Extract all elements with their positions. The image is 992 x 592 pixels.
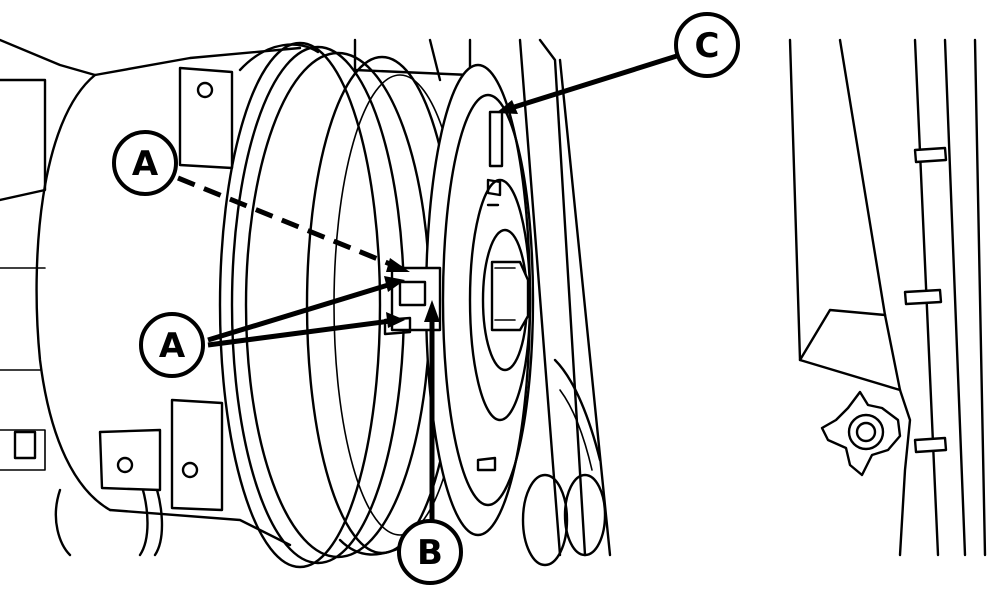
leader-lines	[177, 52, 681, 520]
callout-c: C	[674, 12, 740, 78]
callout-circle-b	[397, 519, 463, 585]
callout-a-lower: A	[139, 312, 205, 378]
callout-label-c: C	[695, 26, 720, 66]
callout-label-a-lower: A	[159, 326, 186, 366]
leader-dashed-a	[177, 175, 406, 273]
side-detail	[788, 38, 987, 557]
lower-belts	[521, 358, 607, 567]
arrowhead-b	[424, 300, 440, 322]
arrowhead-dashed-a	[386, 258, 410, 272]
callout-a-upper: A	[112, 130, 178, 196]
leader-a-lower	[207, 317, 399, 348]
upper-bracket	[178, 66, 234, 170]
leader-a-upper	[207, 279, 399, 343]
callout-circle-c	[674, 12, 740, 78]
fan-hub-assembly	[424, 63, 535, 537]
arrowhead-c	[496, 100, 518, 114]
lower-bracket	[98, 398, 224, 512]
callout-circle-a-lower	[139, 312, 205, 378]
arrowhead-a-upper	[384, 276, 405, 292]
callout-b: B	[397, 519, 463, 585]
callout-label-b: B	[417, 533, 443, 573]
arrowhead-a-lower	[386, 312, 405, 328]
callout-label-a-upper: A	[132, 144, 159, 184]
leader-c	[504, 52, 681, 113]
wing-nut	[820, 390, 902, 477]
callout-circle-a-upper	[112, 130, 178, 196]
